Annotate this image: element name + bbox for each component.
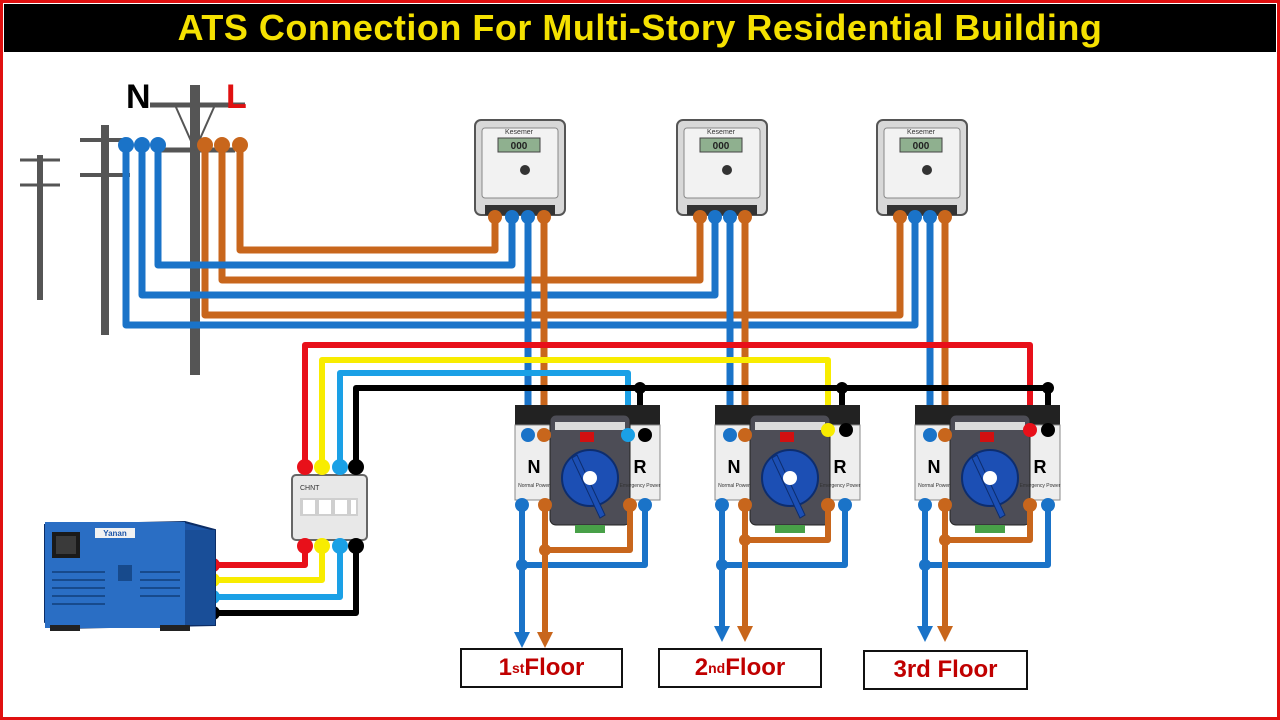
ats-output-terminals (515, 498, 1055, 571)
generator-output-wires (213, 548, 359, 616)
utility-wires (122, 145, 919, 329)
ats-unit-3: N R Normal Power Emergency Power (914, 405, 1061, 533)
ats-unit-2: N R Normal Power Emergency Power (714, 405, 861, 533)
utility-poles (20, 85, 245, 375)
ats-emergency-label: R (634, 457, 647, 477)
floor-ordinal: nd (708, 660, 726, 676)
floor-text: Floor (524, 654, 585, 681)
ats-output-wires (519, 505, 1051, 635)
ats-normal-caption: Normal Power (918, 483, 950, 489)
title-bar: ATS Connection For Multi-Story Residenti… (4, 4, 1276, 52)
meter-reading: 000 (913, 141, 930, 152)
neutral-label: N (126, 78, 151, 116)
generator-breaker: CHNT (291, 474, 368, 541)
ats-normal-caption: Normal Power (718, 483, 750, 489)
wire-terminals-pole (118, 137, 248, 153)
ats-normal-caption: Normal Power (518, 483, 550, 489)
meter-output-wires (524, 217, 949, 430)
floor-ordinal: st (511, 660, 525, 676)
line-label: L (226, 78, 247, 116)
ats-emergency-caption: Emergency Power (620, 483, 661, 489)
ats-normal-label: N (928, 457, 941, 477)
breaker-terminals (297, 459, 364, 554)
bus-junction-dots (634, 382, 1054, 394)
energy-meter-2: 000 Kesemer (676, 119, 768, 216)
floor-text: Floor (725, 654, 786, 681)
page-title: ATS Connection For Multi-Story Residenti… (177, 7, 1103, 48)
ats-normal-label: N (728, 457, 741, 477)
floor-number: 3rd Floor (893, 656, 998, 683)
breaker-brand: CHNT (300, 485, 320, 492)
generator-brand: Yanan (103, 529, 127, 538)
meter-reading: 000 (713, 141, 730, 152)
meter-brand: Kesemer (707, 129, 736, 136)
ats-emergency-caption: Emergency Power (820, 483, 861, 489)
ats-unit-1: N R Normal Power Emergency Power (514, 405, 661, 533)
generator: Yanan (44, 520, 216, 631)
meter-brand: Kesemer (907, 129, 936, 136)
meter-reading: 000 (511, 141, 528, 152)
ats-emergency-caption: Emergency Power (1020, 483, 1061, 489)
floor-number: 2 (694, 654, 709, 681)
floor-number: 1 (498, 654, 512, 681)
meter-brand: Kesemer (505, 129, 534, 136)
ats-emergency-label: R (834, 457, 847, 477)
energy-meter-1: 000 Kesemer (474, 119, 566, 216)
floor-arrows (514, 626, 953, 648)
ats-normal-label: N (528, 457, 541, 477)
floor-label-3: 3rd Floor (863, 650, 1028, 690)
energy-meter-3: 000 Kesemer (876, 119, 968, 216)
ats-emergency-label: R (1034, 457, 1047, 477)
ats-input-terminals (521, 423, 1055, 442)
